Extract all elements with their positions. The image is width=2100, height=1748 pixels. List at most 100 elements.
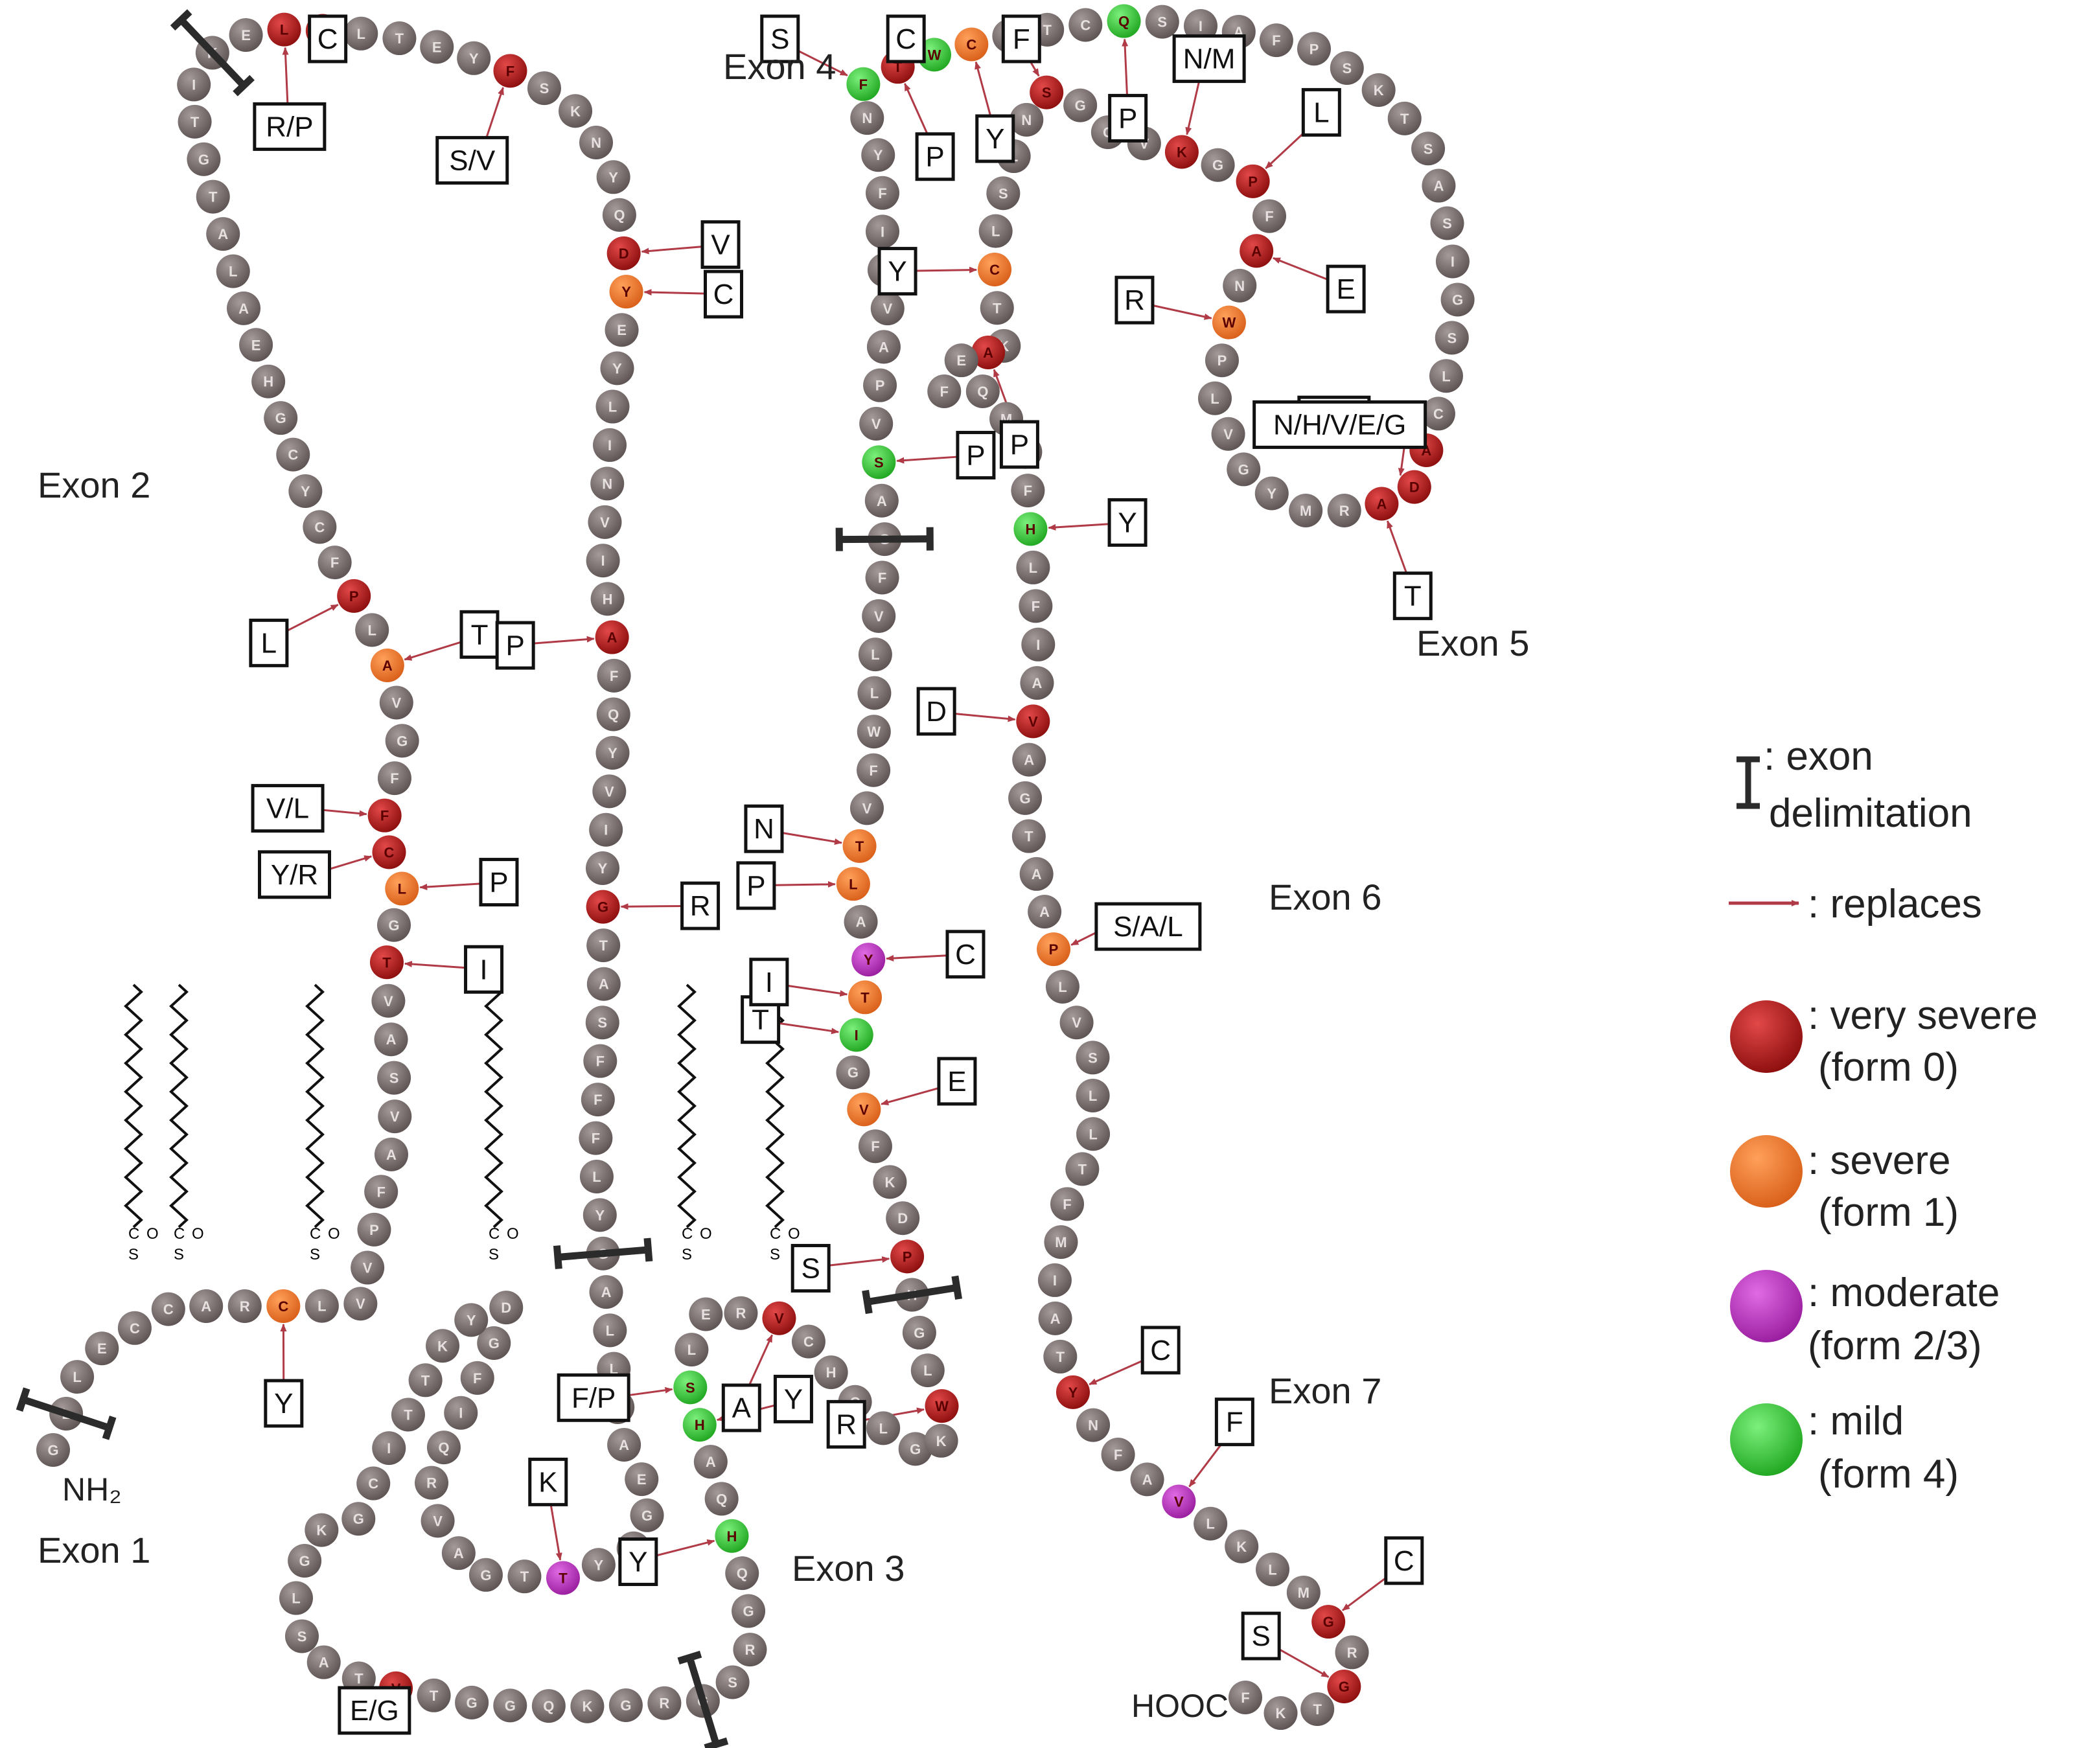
residue-letter: T (430, 1688, 439, 1704)
residue: A (866, 330, 901, 364)
residue-letter: P (903, 1248, 912, 1265)
replaces-arrow (916, 266, 978, 273)
residue-letter: F (330, 555, 339, 571)
replacement-box: S (760, 14, 800, 63)
replaces-arrow (1070, 930, 1098, 946)
residue-letter: A (879, 339, 889, 355)
residue: F (597, 658, 631, 693)
replacement-box: S/V (435, 135, 509, 185)
replacement-residue: C (317, 23, 338, 55)
carbon-atom: C (174, 1225, 185, 1243)
residue-letter: A (1142, 1471, 1153, 1488)
residue-letter: W (928, 47, 941, 63)
residue: L (595, 389, 630, 424)
residue-very-severe: G (586, 890, 620, 924)
residue-letter: I (1036, 637, 1040, 653)
replacement-residue: L (261, 627, 277, 659)
residue-letter: L (592, 1169, 601, 1185)
residue-letter: E (956, 352, 966, 369)
residue-letter: T (209, 189, 218, 205)
legend-mild: : mild (form 4) (1730, 1399, 1959, 1497)
residue-mild: F (846, 67, 881, 101)
residue-letter: C (803, 1334, 814, 1350)
residue: F (579, 1121, 613, 1155)
replaces-arrow (828, 1256, 890, 1267)
replaces-arrow (1386, 520, 1408, 575)
residue-letter: I (608, 437, 612, 454)
residue-letter: V (774, 1311, 784, 1327)
residue-letter: Y (595, 1207, 605, 1223)
residue-letter: G (467, 1695, 478, 1711)
residue: A (1422, 168, 1456, 203)
residue: Y (861, 138, 895, 172)
replacement-box: P (495, 621, 535, 670)
replaces-arrow (1185, 80, 1201, 135)
residue-letter: T (860, 989, 870, 1006)
residue: S (1145, 5, 1179, 39)
legend-very-severe-text: : very severe (1808, 993, 2038, 1038)
replaces-arrow (886, 954, 948, 961)
residue: P (1297, 32, 1331, 66)
legend-mild-swatch (1730, 1403, 1803, 1476)
residue: A (374, 1137, 408, 1171)
replacement-box: F/P (557, 1373, 630, 1422)
residue: A (1020, 666, 1054, 700)
replaces-arrow (284, 604, 339, 633)
residue-letter: L (849, 876, 857, 892)
replacement-residue: Y (784, 1383, 803, 1415)
residue-letter: G (910, 1441, 921, 1457)
legend-moderate-swatch (1730, 1270, 1803, 1342)
residue-very-severe: A (1365, 487, 1399, 521)
residue-letter: E (637, 1471, 647, 1488)
residue-letter: Y (598, 860, 608, 877)
residue: I (372, 1431, 406, 1466)
residue: Y (583, 1198, 617, 1232)
residue: G (264, 401, 298, 435)
replacement-residue: P (489, 867, 508, 899)
residue: R (1335, 1635, 1369, 1670)
legend-exon-delimitation: : exon delimitation (1737, 734, 1972, 836)
residue-letter: T (1024, 829, 1033, 845)
replacement-residue: E (947, 1066, 966, 1098)
oxygen-atom: O (146, 1225, 159, 1243)
residue: C (1068, 8, 1103, 42)
oxygen-atom: O (192, 1225, 204, 1243)
residue: K (305, 1513, 339, 1547)
replacement-residue: Y (1118, 507, 1137, 538)
residue: E (605, 313, 639, 347)
residue: N (850, 101, 884, 135)
residue: L (910, 1353, 945, 1388)
replacement-box: Y (264, 1379, 304, 1428)
replacement-residue: P (1010, 429, 1029, 461)
residue-letter: N (602, 476, 612, 492)
residue: L (355, 613, 389, 647)
replacement-box: Y (877, 247, 917, 296)
residue: I (177, 67, 211, 102)
residue: G (493, 1688, 527, 1723)
replacement-box: D (916, 687, 956, 736)
replacement-box: R (1114, 275, 1155, 325)
residue-letter: V (1174, 1494, 1184, 1510)
residue: L (593, 1313, 627, 1348)
residue-letter: H (603, 591, 613, 607)
residue: G (341, 1502, 376, 1536)
residue: L (1194, 1506, 1228, 1541)
residue-letter: G (489, 1335, 500, 1351)
residue-letter: C (384, 844, 395, 860)
replacement-residue: T (471, 619, 489, 650)
replacement-box: P (736, 861, 776, 910)
residue: F (857, 753, 891, 787)
residue: Q (965, 374, 1000, 408)
residue-letter: K (316, 1523, 327, 1539)
residue-severe: C (266, 1289, 301, 1323)
residue-letter: Y (1267, 486, 1276, 502)
residue-letter: F (506, 63, 514, 79)
residue-letter: A (619, 1437, 629, 1453)
residue: L (1016, 550, 1050, 584)
replacement-box: T (459, 610, 500, 659)
residue-letter: R (1347, 1644, 1357, 1661)
residue-moderate: V (1162, 1484, 1196, 1519)
residue-letter: S (686, 1379, 695, 1396)
residue-letter: L (280, 22, 288, 38)
residue-letter: D (1409, 479, 1420, 496)
